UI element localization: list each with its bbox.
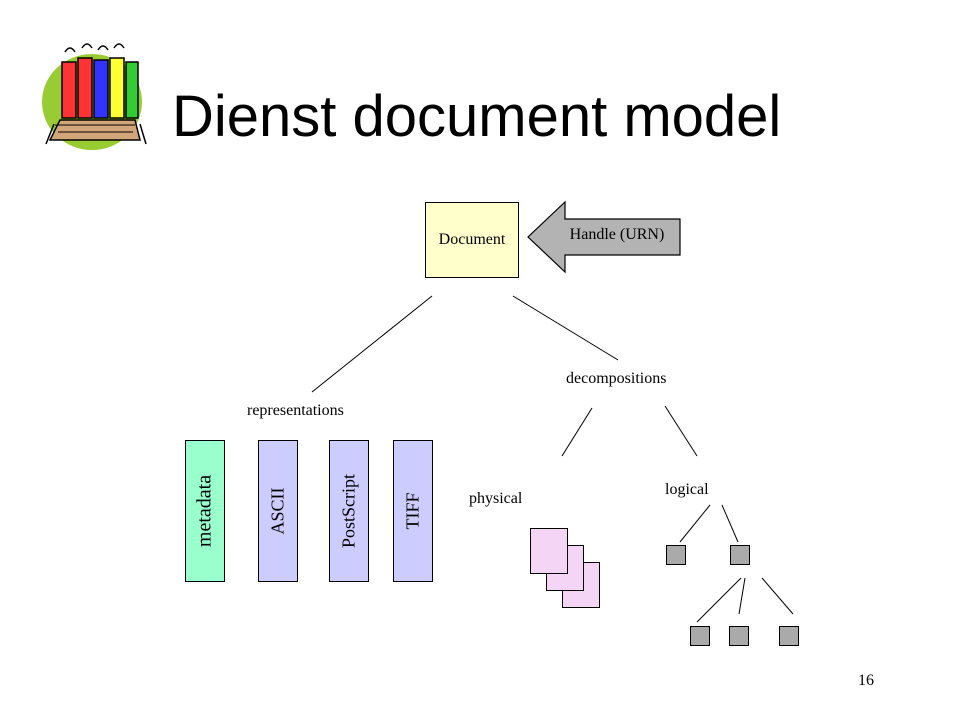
representations-label: representations: [247, 402, 344, 419]
representation-postscript-label: PostScript: [338, 473, 359, 549]
logical-node: [666, 545, 686, 565]
logical-leaf-node: [690, 626, 710, 646]
representation-ascii: ASCII: [258, 440, 298, 582]
logical-node: [730, 545, 750, 565]
representation-metadata: metadata: [185, 440, 225, 582]
representation-postscript: PostScript: [329, 440, 369, 582]
handle-arrow-icon: [527, 200, 681, 274]
page-number: 16: [858, 672, 874, 689]
library-logo-icon: [42, 43, 147, 150]
document-label: Document: [438, 231, 506, 248]
decompositions-label: decompositions: [566, 370, 667, 387]
representation-metadata-label: metadata: [193, 474, 216, 548]
physical-label: physical: [469, 490, 523, 507]
logical-leaf-node: [729, 626, 749, 646]
document-box: Document: [425, 202, 519, 278]
representation-tiff-label: TIFF: [402, 492, 423, 530]
representation-tiff: TIFF: [393, 440, 433, 582]
slide-title: Dienst document model: [172, 84, 782, 149]
logical-leaf-node: [779, 626, 799, 646]
logical-label: logical: [665, 481, 709, 498]
physical-page-1: [530, 528, 568, 574]
representation-ascii-label: ASCII: [267, 487, 288, 535]
handle-label: Handle (URN): [569, 226, 665, 243]
